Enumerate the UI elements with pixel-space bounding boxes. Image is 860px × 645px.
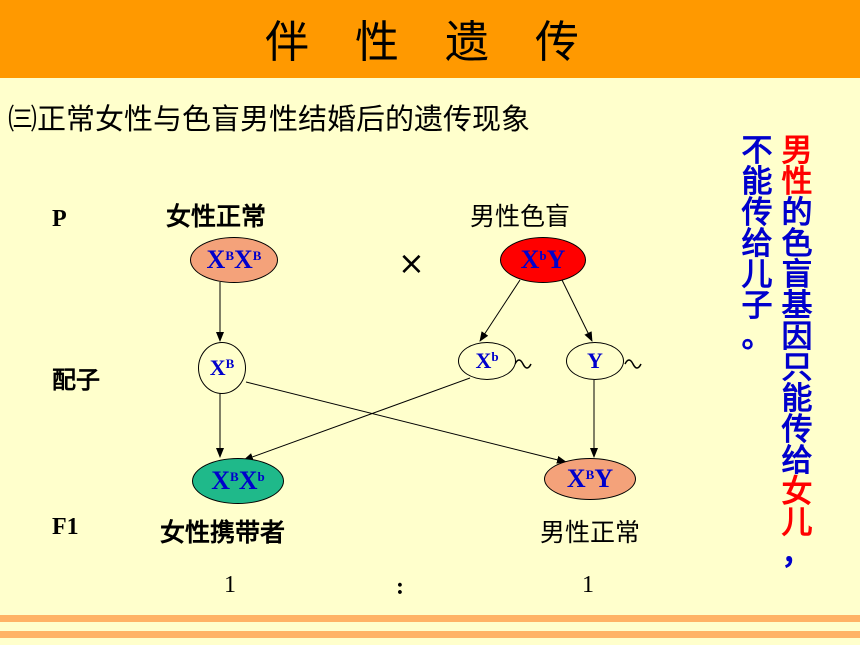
side-note-char: 。 xyxy=(741,319,773,355)
side-note-char: 不 xyxy=(741,133,773,169)
title-bar xyxy=(0,0,860,78)
side-note-char: 的 xyxy=(781,195,813,231)
page-title: 伴 性 遗 传 xyxy=(265,17,595,68)
row-label-f1: F1 xyxy=(52,514,79,540)
ratio-right: 1 xyxy=(582,572,594,598)
female-parent-label: 女性正常 xyxy=(166,202,267,231)
side-note-char: 能 xyxy=(741,164,773,200)
side-note-char: 性 xyxy=(781,164,813,200)
arrow-xb-to-daughter xyxy=(243,377,471,461)
male-parent-label: 男性色盲 xyxy=(470,202,571,231)
side-note-char: 给 xyxy=(741,226,773,262)
side-note-column-2: 男性的色盲基因只能传给女儿， xyxy=(780,136,814,570)
offspring-female-label: 女性携带者 xyxy=(160,518,286,547)
side-note-char: 子 xyxy=(741,288,773,324)
side-note-char: 传 xyxy=(781,412,813,448)
side-note-char: 儿 xyxy=(781,505,813,541)
offspring-male-label: 男性正常 xyxy=(540,518,641,547)
bottom-stripe-1 xyxy=(0,615,860,622)
ratio-separator: : xyxy=(396,574,404,600)
side-note-char: 色 xyxy=(781,226,813,262)
side-note-char: 女 xyxy=(781,474,813,510)
side-note-char: 只 xyxy=(781,350,813,386)
side-note-char: 传 xyxy=(741,195,773,231)
subtitle: ㈢正常女性与色盲男性结婚后的遗传现象 xyxy=(8,102,531,136)
side-note-char: 能 xyxy=(781,381,813,417)
side-note-char: 因 xyxy=(781,319,813,355)
sperm-tail-xb xyxy=(514,359,532,369)
side-note-char: 基 xyxy=(781,288,813,324)
row-label-gamete: 配子 xyxy=(52,366,100,394)
cross-symbol: × xyxy=(398,244,425,282)
bottom-stripe-2 xyxy=(0,631,860,638)
arrow-male-to-xb xyxy=(479,279,521,342)
arrow-xB-to-son xyxy=(245,381,567,464)
side-note-char: 给 xyxy=(781,443,813,479)
side-note-char: 盲 xyxy=(781,257,813,293)
side-note-column-1: 不能传给儿子。 xyxy=(740,136,774,353)
sperm-tail-y xyxy=(624,359,642,369)
row-label-p: P xyxy=(52,206,67,232)
side-note-char: ， xyxy=(781,536,813,572)
side-note-char: 男 xyxy=(781,133,813,169)
gamete-male-y: Y xyxy=(566,342,624,380)
side-note-char: 儿 xyxy=(741,257,773,293)
ratio-left: 1 xyxy=(224,572,236,598)
arrow-male-to-y xyxy=(561,279,593,342)
